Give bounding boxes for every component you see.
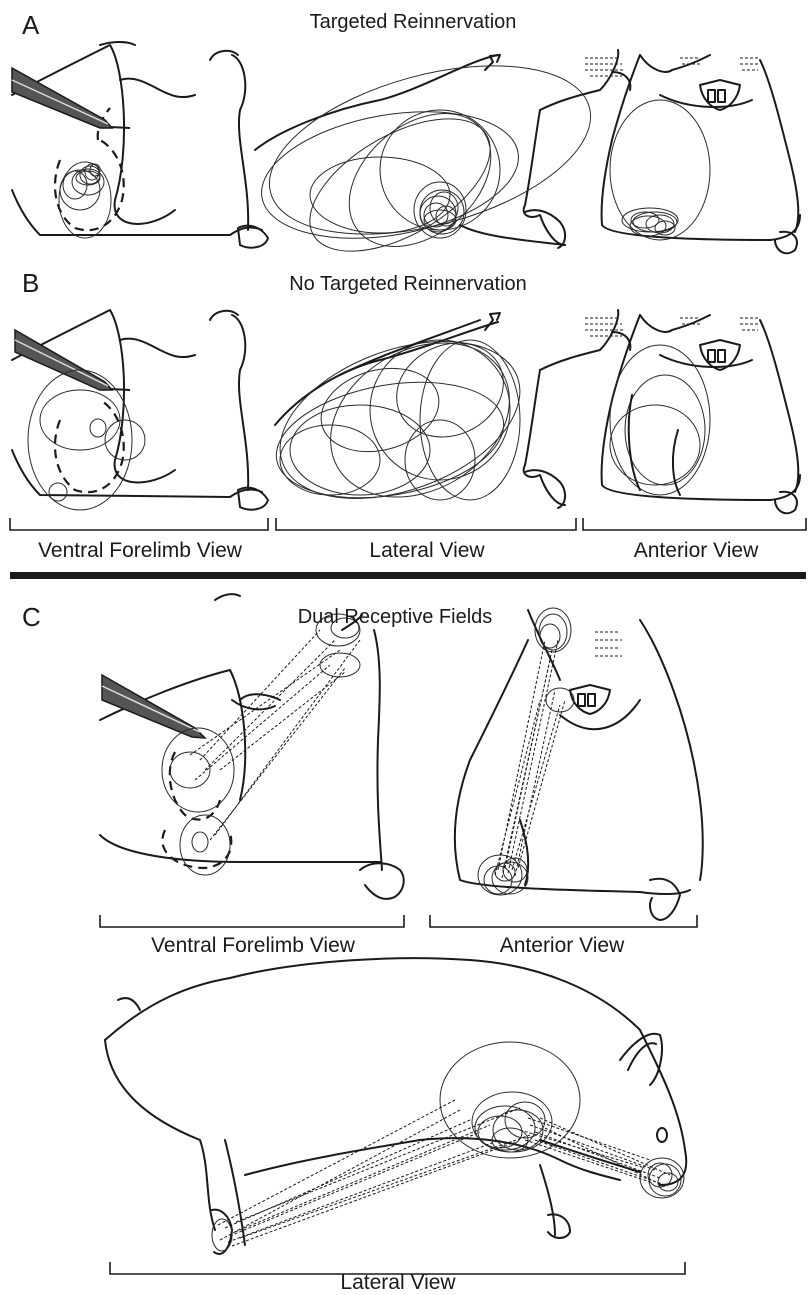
view-label-lateral-c: Lateral View [340, 1272, 455, 1293]
panel-a-title: Targeted Reinnervation [310, 12, 517, 32]
view-label-anterior-c: Anterior View [500, 935, 625, 956]
panel-a-lateral-drawing [251, 35, 618, 278]
panel-b-letter: B [22, 270, 39, 296]
view-label-lateral-b: Lateral View [369, 540, 484, 561]
panel-b-title: No Targeted Reinnervation [289, 274, 527, 294]
view-label-anterior-b: Anterior View [634, 540, 759, 561]
panel-c-lateral-drawing [105, 958, 686, 1254]
panel-c-letter: C [22, 604, 41, 630]
panel-a-letter: A [22, 12, 39, 38]
view-label-ventral-forelimb-b: Ventral Forelimb View [38, 540, 242, 561]
panel-c-title: Dual Receptive Fields [298, 607, 493, 627]
view-label-ventral-forelimb-c: Ventral Forelimb View [151, 935, 355, 956]
panel-b-anterior-drawing [585, 315, 800, 513]
panel-b-lateral-drawing [259, 310, 619, 529]
panel-b-ventral-forelimb-drawing [12, 310, 268, 510]
panel-a-anterior-drawing [585, 55, 800, 253]
panel-c-anterior-drawing [455, 608, 703, 920]
panel-a-ventral-forelimb-drawing [12, 42, 268, 248]
panel-c-ventral-forelimb-drawing [100, 594, 404, 899]
section-separator [10, 572, 806, 579]
